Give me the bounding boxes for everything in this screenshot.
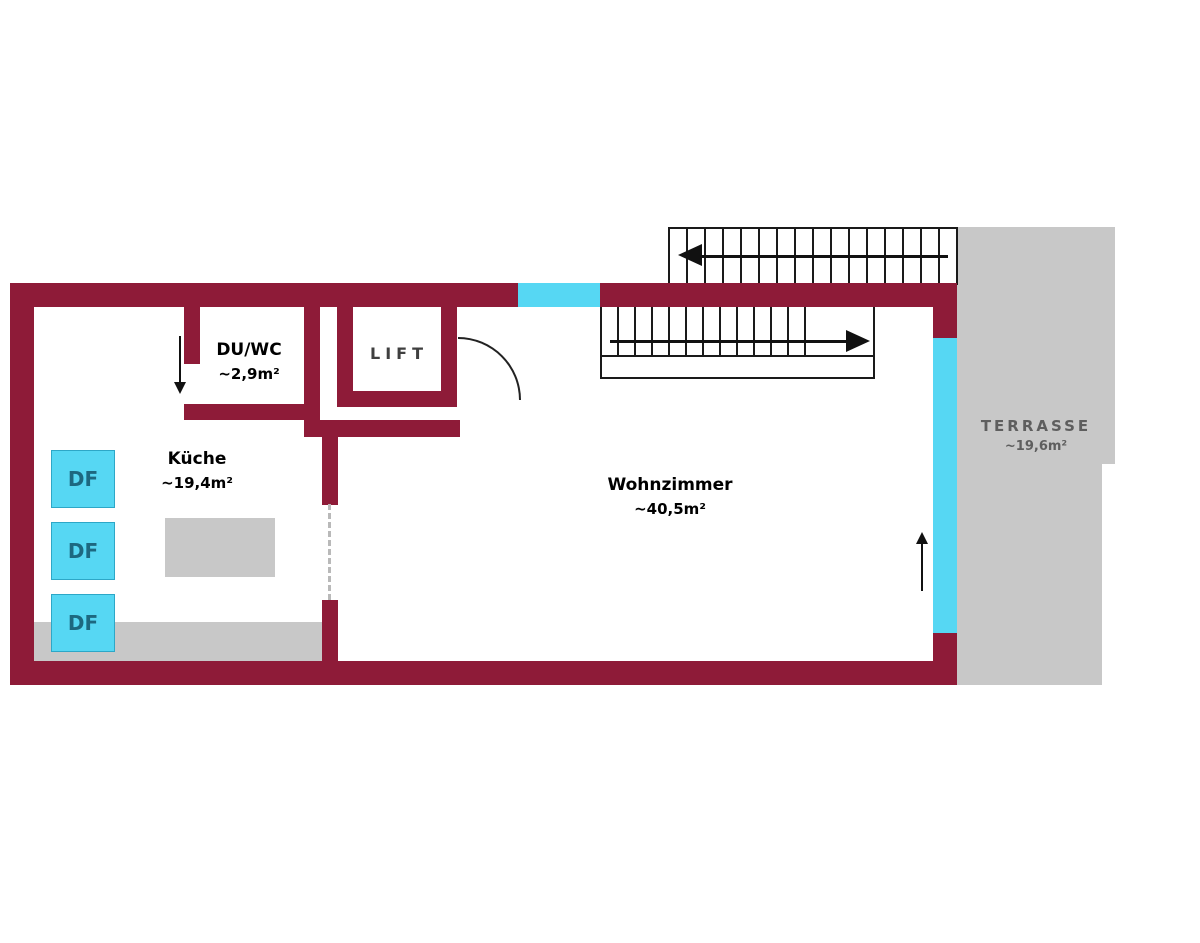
wohnzimmer-arrow-shaft <box>921 543 923 591</box>
stair-midline <box>807 355 875 357</box>
df-label: DF <box>67 467 99 491</box>
room-area: ~19,6m² <box>1004 439 1068 454</box>
room-area: ~40,5m² <box>634 500 706 518</box>
wall-lift-right <box>441 307 457 407</box>
kitchen-counter <box>165 518 275 577</box>
kueche-label: Küche ~19,4m² <box>140 449 254 493</box>
stair-arrow-right-icon <box>846 330 870 352</box>
arrow-down-icon <box>174 382 186 394</box>
duwc-label: DU/WC ~2,9m² <box>193 340 305 384</box>
window-top <box>518 283 600 307</box>
wall-bottom <box>10 661 957 685</box>
room-name: TERRASSE <box>980 417 1092 435</box>
wall-hall-band <box>304 420 460 437</box>
terrace-area-upper <box>957 227 1115 464</box>
roof-window-df-2: DF <box>51 522 115 580</box>
room-area: ~2,9m² <box>218 365 280 383</box>
wall-duwc-bottom <box>184 404 320 420</box>
wall-lift-bottom <box>337 391 457 407</box>
wall-kueche-lower <box>322 600 338 661</box>
arrow-up-icon <box>916 532 928 544</box>
duwc-arrow-shaft <box>179 336 181 384</box>
window-terrace <box>933 338 957 633</box>
door-swing-arc <box>458 337 521 400</box>
roof-window-df-1: DF <box>51 450 115 508</box>
stair-arrow-shaft <box>610 340 848 343</box>
staircase-inner <box>600 307 875 379</box>
room-name: Wohnzimmer <box>607 475 733 495</box>
room-name: DU/WC <box>216 340 282 360</box>
roof-window-df-3: DF <box>51 594 115 652</box>
wall-top <box>10 283 957 307</box>
terrace-area-lower <box>957 464 1102 685</box>
terrasse-label: TERRASSE ~19,6m² <box>957 417 1115 455</box>
room-name: LIFT <box>370 344 428 363</box>
wall-left <box>10 283 34 685</box>
wall-duwc-left <box>184 307 200 364</box>
stair-arrow-left-icon <box>678 244 702 266</box>
df-label: DF <box>67 539 99 563</box>
df-label: DF <box>67 611 99 635</box>
stair-arrow-shaft <box>700 255 948 258</box>
lift-label: LIFT <box>350 344 448 363</box>
wohnzimmer-label: Wohnzimmer ~40,5m² <box>588 475 752 519</box>
wall-duwc-right <box>304 307 320 420</box>
stair-treads <box>602 307 807 357</box>
room-name: Küche <box>167 449 227 469</box>
wall-opening-dashed <box>328 504 331 600</box>
staircase-outer <box>668 227 958 285</box>
room-area: ~19,4m² <box>161 474 233 492</box>
wall-kueche-upper <box>322 437 338 505</box>
wall-lift-left <box>337 307 353 407</box>
